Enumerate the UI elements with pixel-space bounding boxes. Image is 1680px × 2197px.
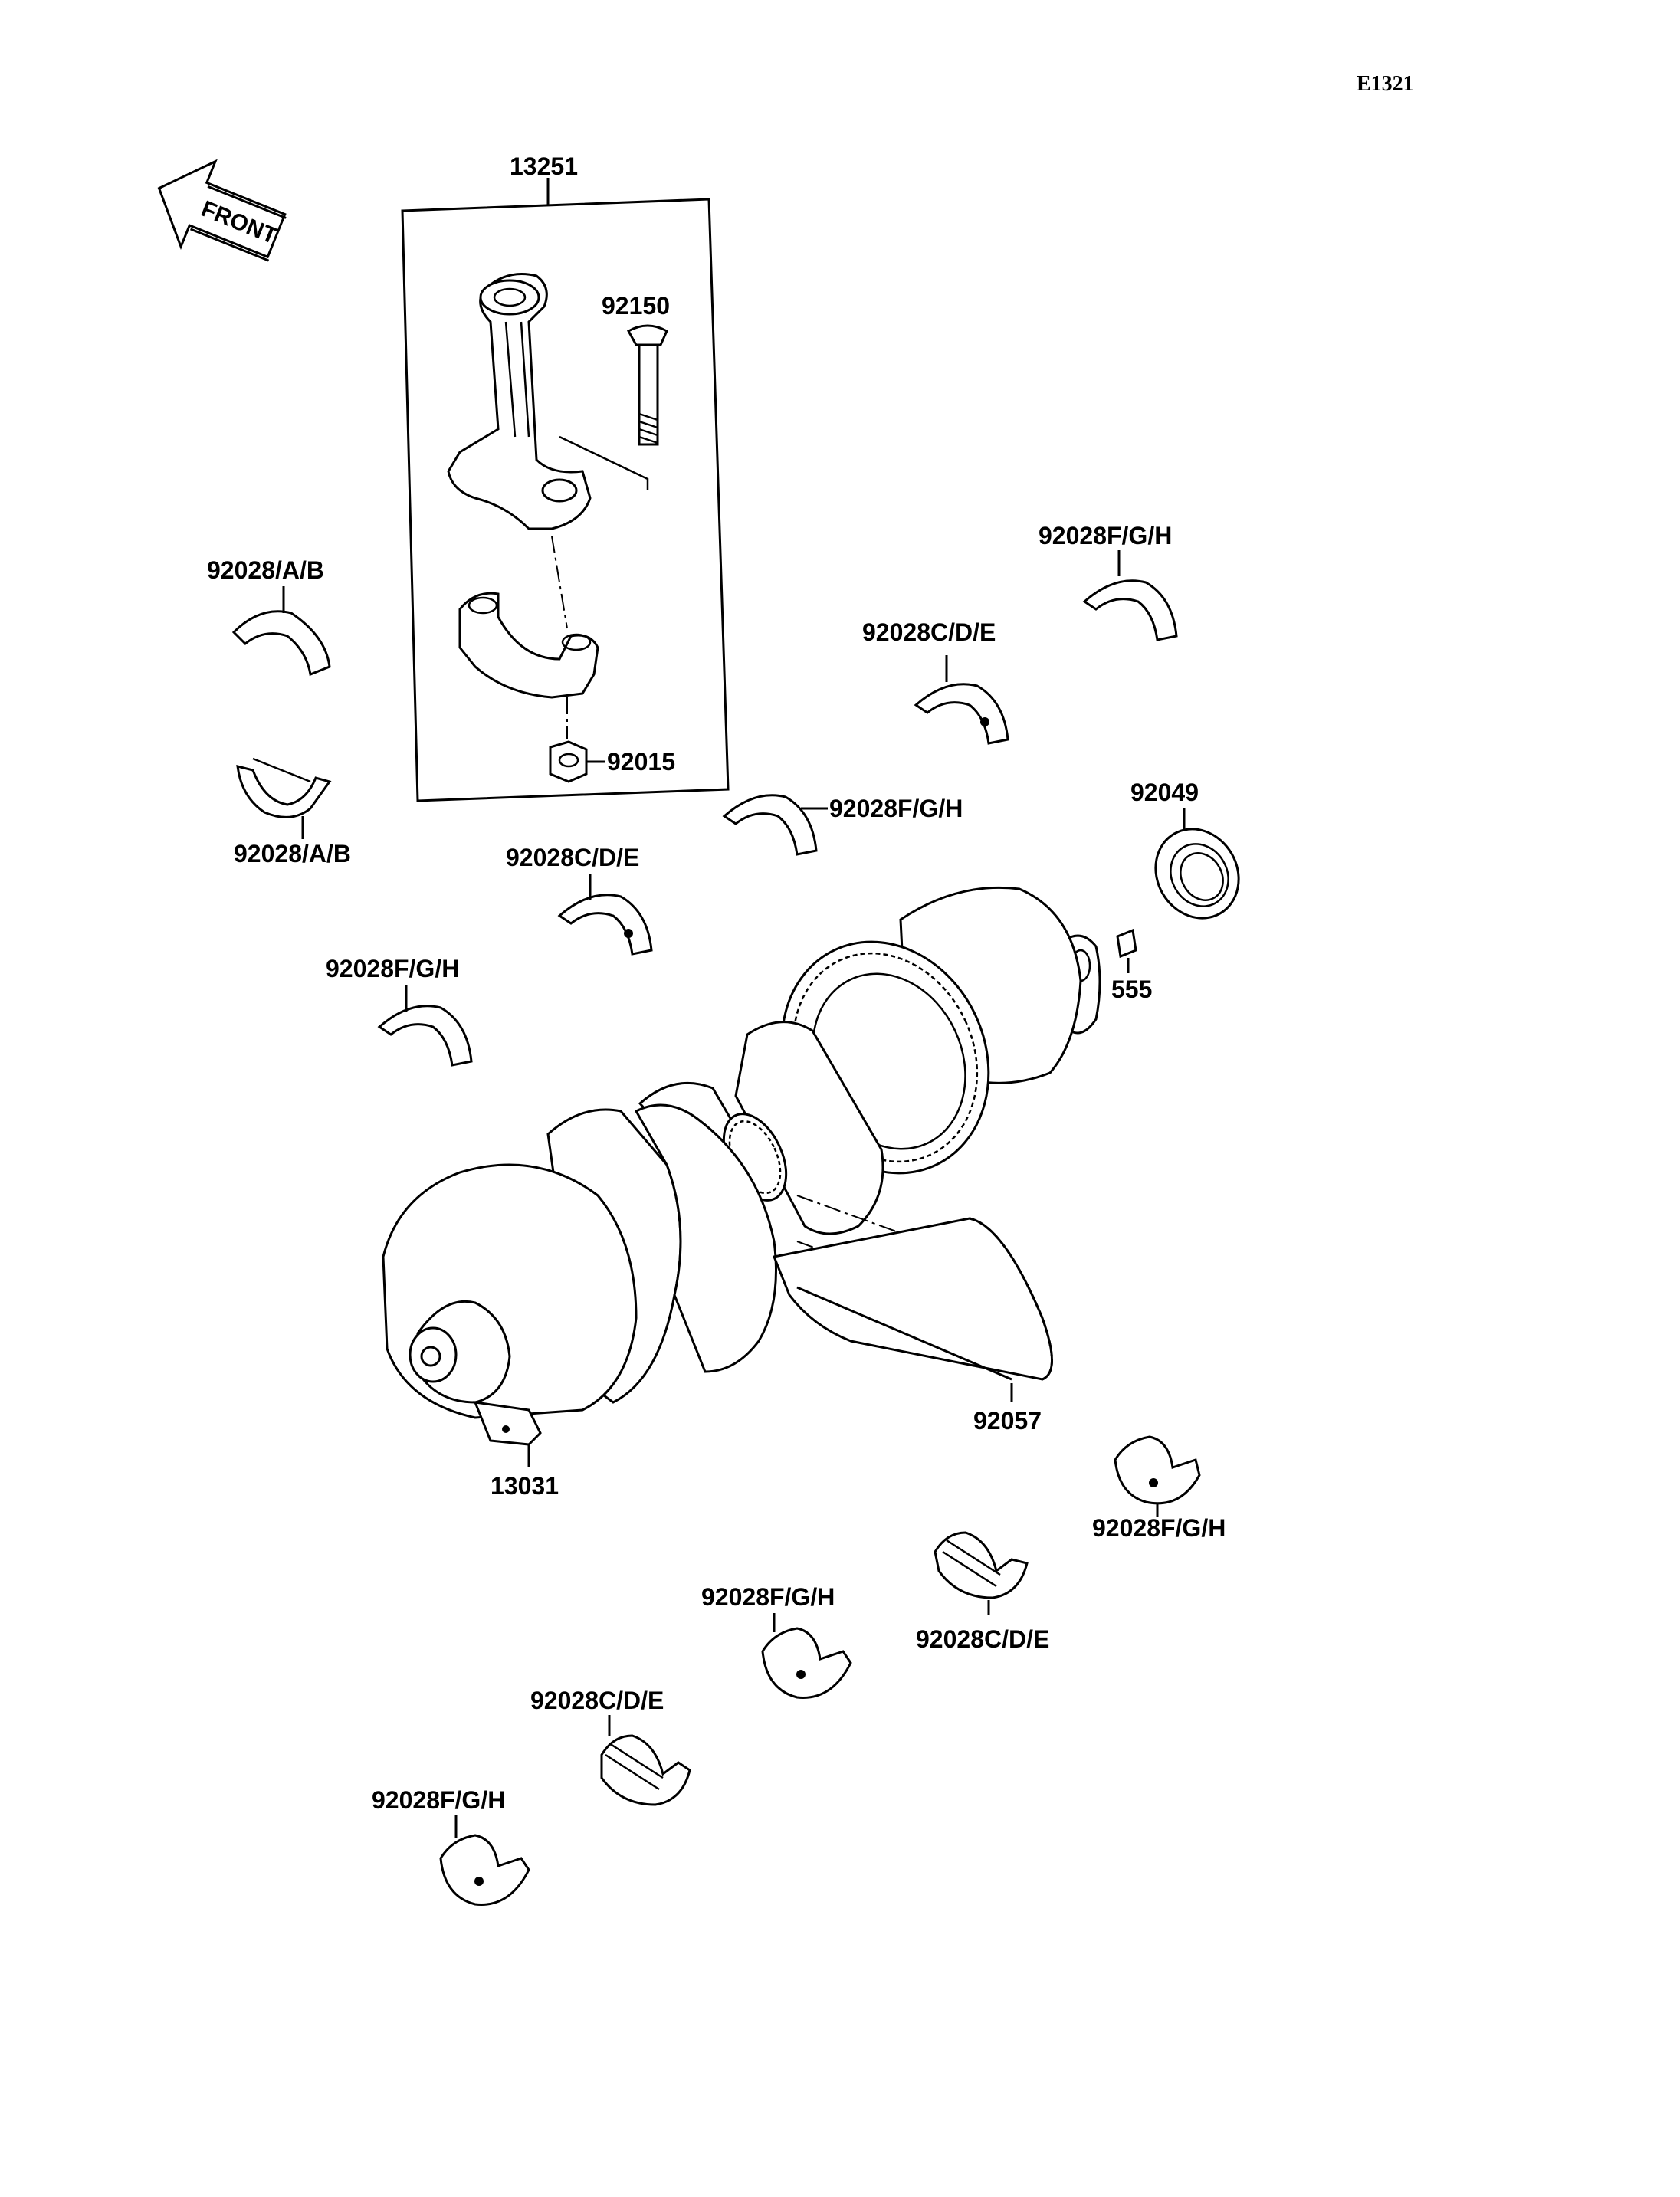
bearing-shell-icon	[600, 1715, 691, 1806]
bearing-shell-icon	[761, 1613, 852, 1699]
label-92028cde-4: 92028C/D/E	[530, 1687, 664, 1714]
label-92028cde-1: 92028C/D/E	[862, 618, 996, 646]
bearing-shell-icon	[1114, 1435, 1201, 1517]
bearing-shell-icon	[377, 985, 473, 1067]
label-13031: 13031	[491, 1472, 559, 1500]
bearing-shell-icon	[1082, 550, 1178, 641]
bearing-shell-icon	[914, 655, 1009, 745]
bearing-shell-icon	[439, 1815, 530, 1906]
crankshaft-icon	[382, 886, 1101, 1467]
label-92028fgh-5: 92028F/G/H	[701, 1583, 835, 1611]
label-92028fgh-6: 92028F/G/H	[372, 1786, 505, 1814]
diagram-code: E1321	[1357, 72, 1414, 96]
cam-chain-icon	[772, 1195, 1053, 1402]
connecting-rod-icon	[447, 273, 649, 629]
bearing-shell-icon	[231, 586, 331, 677]
label-13251: 13251	[510, 152, 578, 180]
label-92028fgh-3: 92028F/G/H	[326, 955, 459, 982]
label-92028cde-2: 92028C/D/E	[506, 844, 639, 871]
con-rod-nut-icon	[549, 740, 605, 783]
con-rod-assembly-box	[401, 178, 730, 802]
label-92028fgh-2: 92028F/G/H	[829, 795, 963, 822]
label-92028fgh-1: 92028F/G/H	[1039, 522, 1172, 549]
front-arrow-icon: FRONT	[157, 159, 287, 262]
label-92028cde-3: 92028C/D/E	[916, 1625, 1049, 1653]
label-92150: 92150	[602, 292, 670, 320]
oil-seal-icon	[1154, 808, 1240, 920]
label-92028ab-lower: 92028/A/B	[234, 840, 351, 867]
label-92028fgh-4: 92028F/G/H	[1092, 1514, 1226, 1542]
con-rod-bolt-icon	[626, 324, 668, 446]
label-92015: 92015	[607, 748, 675, 776]
label-555: 555	[1111, 976, 1152, 1003]
bearing-shell-icon	[722, 794, 828, 856]
label-92028ab-upper: 92028/A/B	[207, 556, 324, 584]
bearing-shell-icon	[236, 757, 332, 839]
label-92049: 92049	[1130, 779, 1199, 806]
label-92057: 92057	[973, 1407, 1042, 1435]
con-rod-cap-icon	[458, 592, 599, 739]
bearing-shell-icon	[557, 874, 653, 956]
dowel-pin-icon	[1116, 928, 1137, 973]
bearing-shell-icon	[934, 1531, 1029, 1615]
